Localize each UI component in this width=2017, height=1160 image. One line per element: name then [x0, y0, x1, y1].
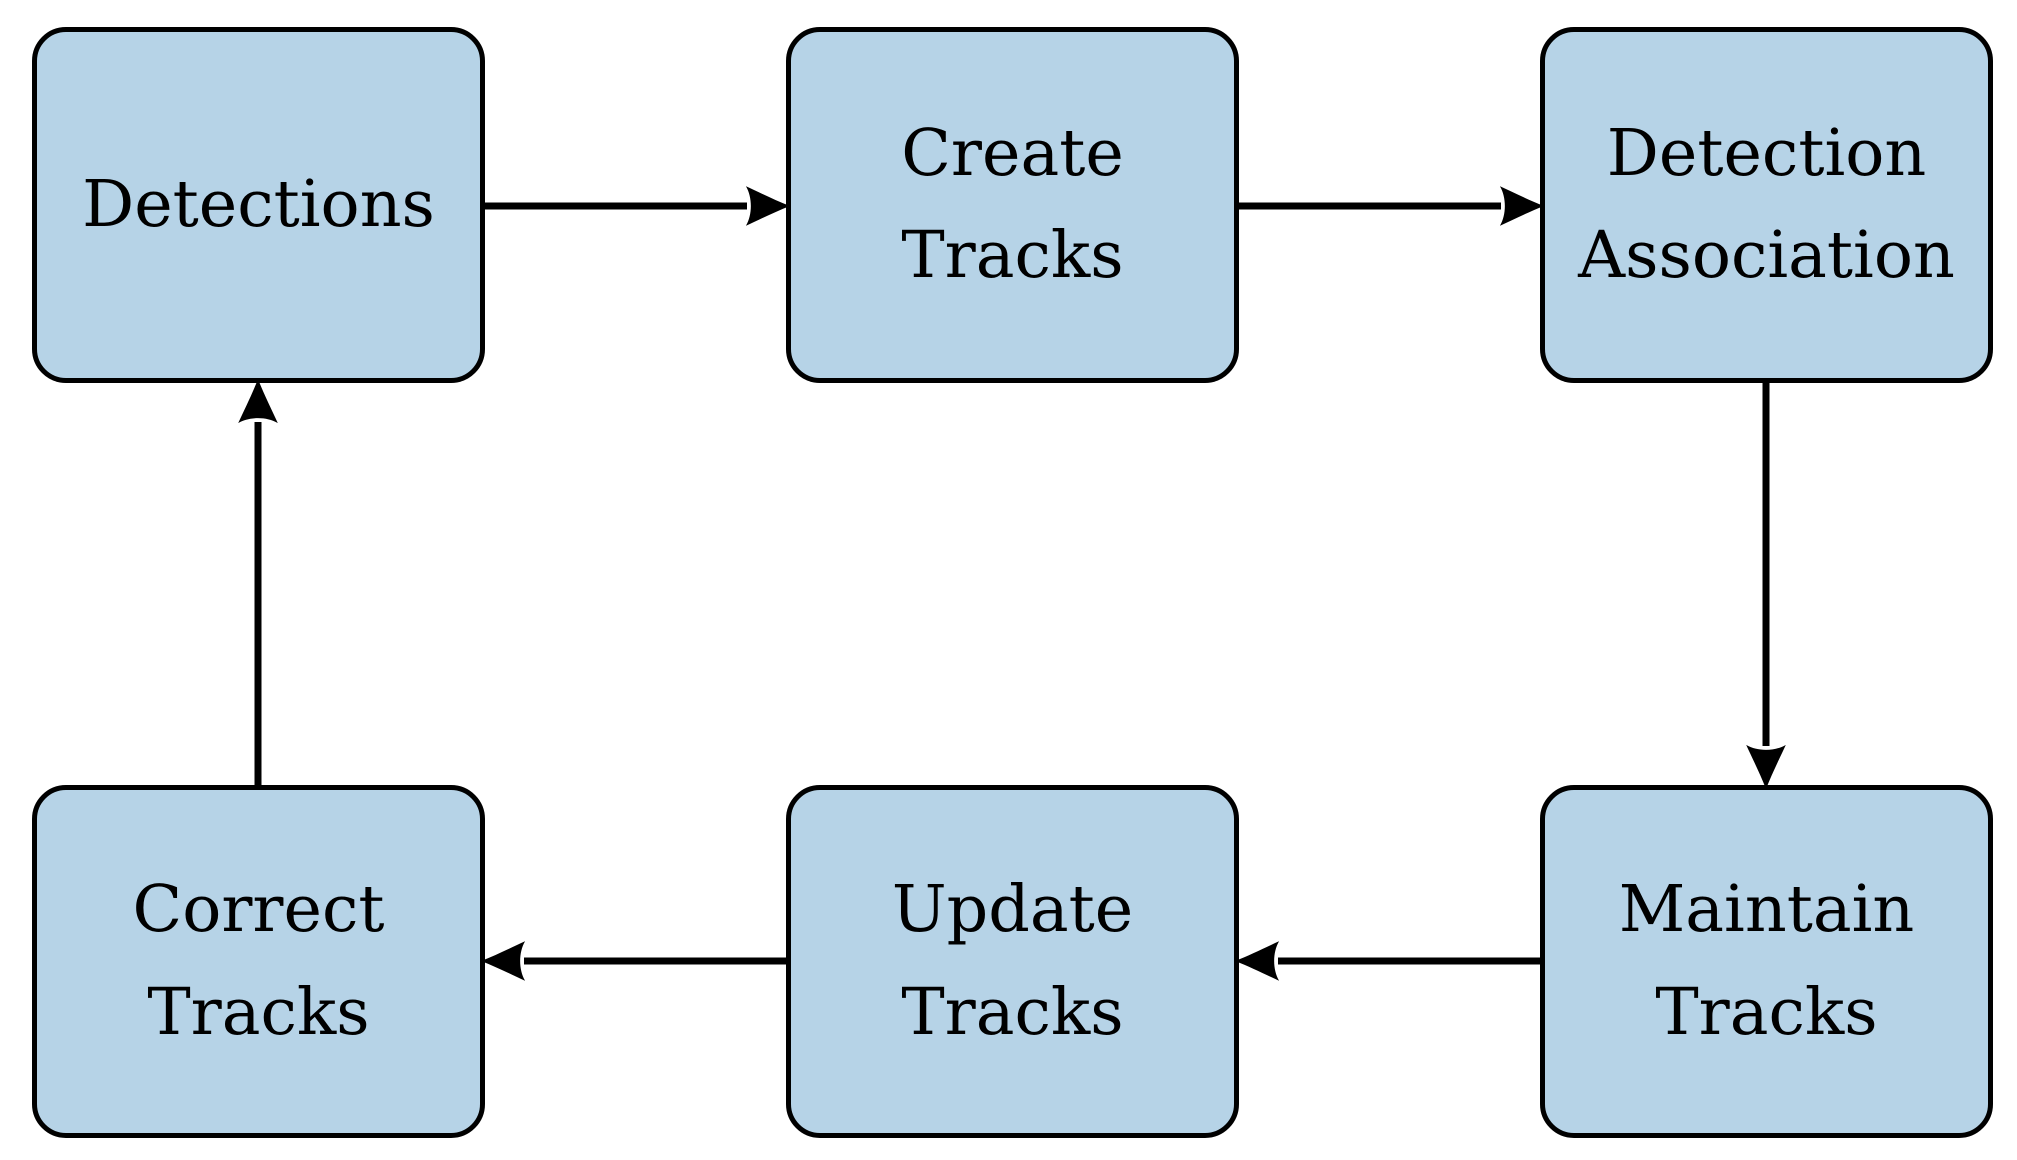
node-update-tracks: Update Tracks	[786, 785, 1239, 1138]
node-label-line: Update	[891, 872, 1134, 948]
node-maintain-tracks: Maintain Tracks	[1540, 785, 1993, 1138]
node-label-line: Maintain	[1618, 872, 1915, 948]
node-label-line: Association	[1578, 218, 1955, 293]
node-create-tracks: Create Tracks	[786, 27, 1239, 383]
node-detection-association: Detection Association	[1540, 27, 1993, 383]
node-label-line: Detection	[1606, 115, 1927, 191]
node-label-line: Tracks	[901, 974, 1124, 1050]
node-label-line: Detections	[82, 166, 435, 242]
node-label-line: Tracks	[147, 974, 370, 1050]
node-label-line: Tracks	[901, 218, 1124, 293]
node-label-line: Tracks	[1655, 974, 1878, 1050]
node-correct-tracks: Correct Tracks	[32, 785, 485, 1138]
node-label-line: Create	[901, 115, 1124, 191]
node-detections: Detections	[32, 27, 485, 383]
node-label-line: Correct	[132, 872, 385, 948]
